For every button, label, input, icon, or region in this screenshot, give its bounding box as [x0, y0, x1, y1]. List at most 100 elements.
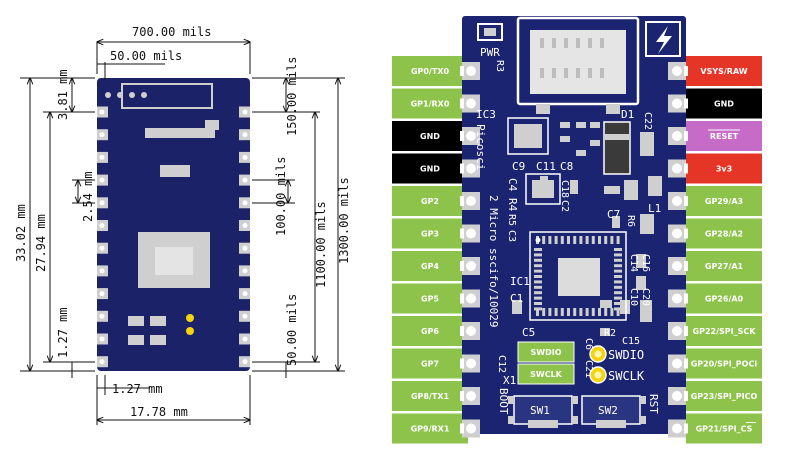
pin-label-text: 3v3: [716, 165, 732, 174]
pad-right-4: [668, 192, 688, 210]
pin-label-box: [686, 283, 762, 314]
pin-label-box: [392, 186, 468, 216]
small-pad-left-7: [97, 265, 108, 277]
small-pad-left-0: [97, 106, 108, 118]
mcu-pin: [536, 308, 539, 316]
pin-label-left-1: GP1/RX0: [392, 88, 468, 119]
silk-c10: C10: [628, 288, 639, 306]
mcu-pin: [614, 296, 622, 300]
small-board-usb: [121, 83, 213, 109]
dim-bottom-mils: 50.00 mils: [285, 294, 299, 366]
silk-r5: R5: [506, 214, 517, 226]
pin-label-box: [686, 218, 762, 249]
silk-c3: C3: [506, 230, 517, 242]
silk-ic3: IC3: [476, 108, 496, 121]
small-board-pads: [97, 92, 250, 368]
pin-label-text: GP21/SPI_CS: [696, 425, 753, 434]
dim-height-mils: 1300.00 mils: [337, 177, 351, 264]
pad-left-9: [460, 354, 480, 373]
mcu-pin: [579, 308, 583, 316]
small-pad-left-4: [97, 197, 108, 209]
pad-right-3: [668, 159, 688, 178]
regulator-outline: [525, 173, 561, 205]
silk-2-micro: 2 Micro: [487, 195, 500, 241]
pad-right-9: [668, 354, 688, 373]
small-board: [97, 78, 250, 371]
small-pad-right-7: [239, 265, 250, 277]
small-pad-right-11: [239, 356, 250, 368]
pin-label-box: [392, 283, 468, 314]
silk-d1: D1: [621, 108, 634, 121]
small-board-component: [150, 335, 166, 345]
dim-pitch-mils: 100.00 mils: [274, 157, 288, 236]
swdio-label-box: [517, 341, 575, 363]
silk-swclk: SWCLK: [608, 369, 645, 383]
dim-left-offset-mm: 1.27 mm: [112, 382, 163, 396]
pin-label-text: GP4: [421, 262, 439, 271]
pin-label-text: RESET: [710, 132, 739, 141]
pin-label-box: [392, 218, 468, 249]
mcu-pin: [614, 307, 622, 311]
small-pad-left-3: [97, 174, 108, 186]
pin-label-box: [686, 153, 762, 184]
pin-label-text: GP22/SPI_SCK: [693, 327, 757, 336]
pin-label-right-6: GP27/A1: [686, 251, 762, 281]
pin-label-text: VSYS/RAW: [700, 67, 747, 76]
mcu-pin: [614, 302, 622, 305]
mcu-pin: [542, 308, 546, 316]
pin-label-box: [686, 56, 762, 86]
dim-pins-span-mils: 1100.00 mils: [314, 201, 328, 288]
mcu-pin: [534, 291, 542, 295]
pin-label-box: [392, 56, 468, 86]
pin-label-text: GP8/TX1: [411, 392, 450, 401]
mcu-pin: [560, 308, 564, 316]
pad-left-2: [460, 127, 480, 145]
pad-left-7: [460, 289, 480, 308]
silk-r6: R6: [625, 215, 636, 227]
dim-top-pin-mils: 150.00 mils: [285, 57, 299, 136]
pin-label-text: GP27/A1: [705, 262, 744, 271]
pin-label-text: GND: [714, 100, 734, 109]
mcu-pin: [567, 308, 570, 316]
pad-left-0: [460, 62, 480, 80]
pin-label-box: [392, 316, 468, 346]
pin-label-text: GND: [420, 132, 440, 141]
silk-x1: X1: [503, 374, 516, 387]
mcu-pin: [534, 285, 542, 289]
pin-label-text: GP5: [421, 295, 439, 304]
silk-picosci: Picosci: [474, 124, 487, 170]
silk-c18: C18: [559, 180, 570, 198]
pad-left-1: [460, 94, 480, 113]
pin-label-right-7: GP26/A0: [686, 283, 762, 314]
pin-label-left-7: GP5: [392, 283, 468, 314]
pin-label-text: GP26/A0: [705, 295, 744, 304]
pin-label-left-2: GND: [392, 121, 468, 151]
pin-label-right-8: GP22/SPI_SCK: [686, 316, 762, 346]
small-pad-left-2: [97, 151, 108, 163]
usb-connector: [516, 16, 640, 106]
pad-left-5: [460, 224, 480, 243]
pad-right-8: [668, 322, 688, 340]
pin-label-right-1: GND: [686, 88, 762, 119]
pin-label-box: [686, 88, 762, 119]
dimension-drawing: 700.00 mils 50.00 mils 3.81 mm 2.54 mm 2…: [14, 25, 351, 425]
silk-c22: C22: [642, 112, 653, 130]
mcu-pins: [534, 236, 622, 316]
boot-button-cap: [528, 420, 558, 428]
small-pad-left-1: [97, 129, 108, 141]
d1-band: [604, 134, 630, 140]
small-pad-right-5: [239, 220, 250, 231]
pin-label-box: [686, 316, 762, 346]
pin-label-left-11: GP9/RX1: [392, 413, 468, 444]
c22-cap: [640, 132, 654, 156]
pin-label-text: GP7: [421, 360, 439, 369]
silk-c12: C12: [496, 355, 507, 373]
pin-label-box: [392, 88, 468, 119]
mcu-pin: [573, 308, 577, 316]
silk-c16: C16: [640, 254, 651, 272]
reset-button[interactable]: [581, 395, 641, 425]
silk-sw2: SW2: [598, 404, 618, 417]
pin-label-left-8: GP6: [392, 316, 468, 346]
small-board-via: [141, 92, 147, 98]
mcu-pin: [610, 236, 614, 244]
